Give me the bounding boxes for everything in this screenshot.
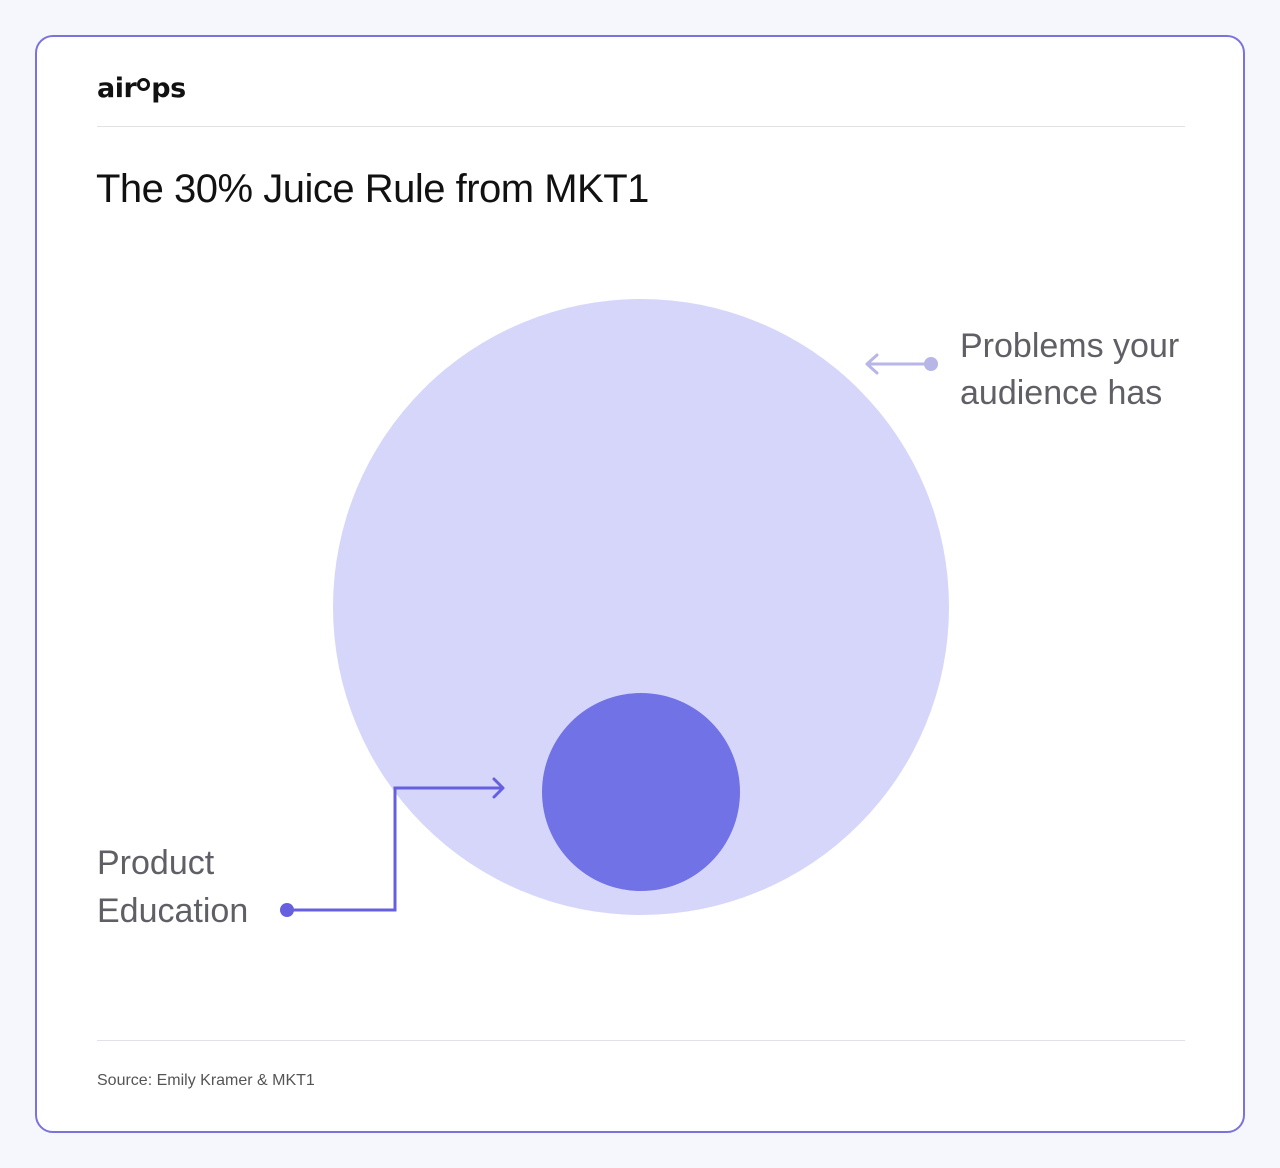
inner-label-line2: Education xyxy=(97,892,248,930)
outer-label-line1: Problems your xyxy=(960,327,1179,365)
footer-divider xyxy=(97,1040,1185,1041)
header-divider xyxy=(97,126,1185,127)
page-title: The 30% Juice Rule from MKT1 xyxy=(96,167,649,211)
outer-label-line2: audience has xyxy=(960,374,1162,412)
source-caption: Source: Emily Kramer & MKT1 xyxy=(97,1072,315,1089)
juice-rule-diagram: Problems your audience has Product Educa… xyxy=(97,299,1179,930)
inner-label-line1: Product xyxy=(97,844,215,882)
arrow-right-icon xyxy=(492,777,505,799)
inner-pointer xyxy=(280,777,505,917)
arrow-left-icon xyxy=(865,353,879,375)
inner-circle xyxy=(542,693,740,891)
logo-text-air: air xyxy=(97,73,137,104)
outer-circle xyxy=(333,299,949,915)
logo-o-icon xyxy=(137,78,151,91)
outer-pointer xyxy=(865,353,938,375)
logo-text-ps: ps xyxy=(151,73,186,104)
